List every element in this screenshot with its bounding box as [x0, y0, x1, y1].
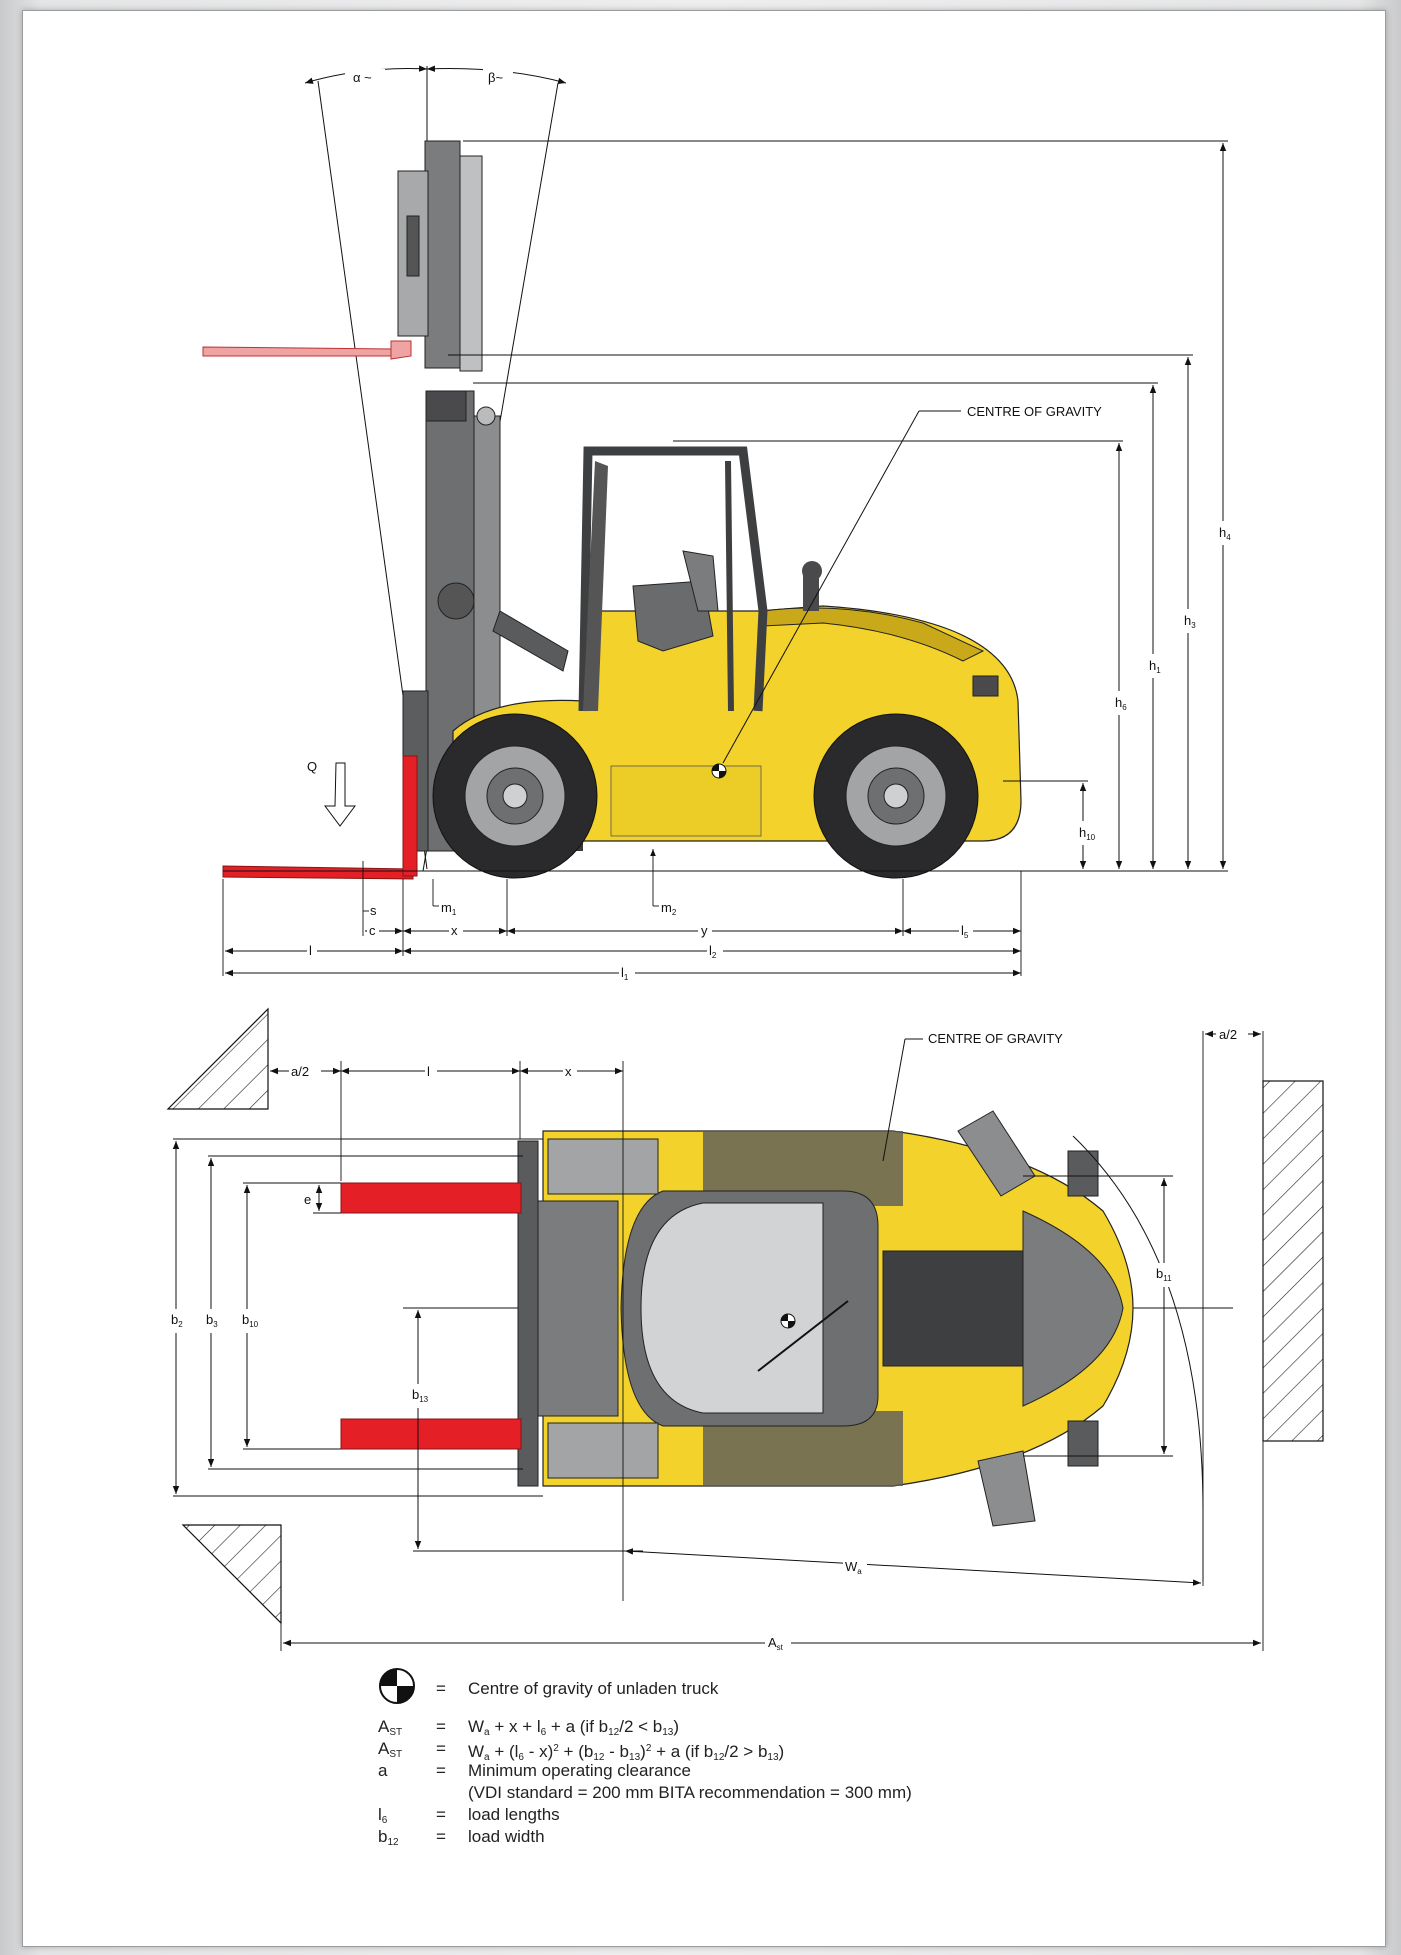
- load-q-label: Q: [307, 759, 317, 774]
- legend-equals: =: [436, 1679, 446, 1698]
- legend-equals: =: [436, 1827, 446, 1846]
- angle-beta-label: β~: [488, 70, 503, 85]
- dim-b10: b10: [242, 1312, 259, 1329]
- drawing-sheet: α ~ β~: [22, 10, 1386, 1947]
- dim-c: c: [369, 923, 376, 938]
- truck-top-body: [542, 1110, 1134, 1527]
- centre-of-gravity-symbol-icon: [378, 1667, 436, 1711]
- rear-wheel: [813, 713, 979, 879]
- legend-ast2-formula: Wa + (l6 - x)2 + (b12 - b13)2 + a (if b1…: [468, 1742, 785, 1763]
- raised-carriage: [202, 140, 483, 372]
- legend-equals: =: [436, 1717, 446, 1736]
- dim-s: s: [370, 903, 377, 918]
- dim-a2-right: a/2: [1219, 1027, 1237, 1042]
- dim-h6: h6: [1115, 695, 1127, 712]
- legend-equals: =: [436, 1805, 446, 1824]
- side-cog-label: CENTRE OF GRAVITY: [967, 404, 1102, 419]
- legend-a-symbol: a: [378, 1761, 388, 1780]
- legend-a-note-text: (VDI standard = 200 mm BITA recommendati…: [468, 1783, 912, 1802]
- legend: = Centre of gravity of unladen truck AST…: [378, 1668, 1078, 1848]
- legend-ast1-symbol: AST: [378, 1717, 403, 1738]
- legend-b12-symbol: b12: [378, 1827, 399, 1848]
- dim-l5: l5: [961, 923, 969, 940]
- dim-x-side: x: [451, 923, 458, 938]
- forklift-dimension-diagram: α ~ β~: [166, 65, 1324, 1655]
- dim-m2: m2: [661, 900, 677, 917]
- legend-b12-text: load width: [468, 1827, 545, 1846]
- obstacle-top-left: [166, 1007, 269, 1110]
- angle-alpha-label: α ~: [353, 70, 372, 85]
- legend-row-ast1: AST = Wa + x + l6 + a (if b12/2 < b13): [378, 1716, 1078, 1738]
- dim-b3: b3: [206, 1312, 218, 1329]
- legend-equals: =: [436, 1739, 446, 1758]
- top-view: CENTRE OF GRAVITY a/2 a/2 l x: [166, 1007, 1324, 1655]
- dim-a2-left: a/2: [291, 1064, 309, 1079]
- dim-x-top: x: [565, 1064, 572, 1079]
- top-carriage: [340, 1140, 619, 1487]
- front-wheel: [432, 713, 598, 879]
- dim-h1: h1: [1149, 658, 1161, 675]
- top-cog-label: CENTRE OF GRAVITY: [928, 1031, 1063, 1046]
- legend-row-l6: l6 = load lengths: [378, 1804, 1078, 1826]
- dim-h4: h4: [1219, 525, 1231, 542]
- legend-l6-text: load lengths: [468, 1805, 560, 1824]
- legend-row-ast2: AST = Wa + (l6 - x)2 + (b12 - b13)2 + a …: [378, 1738, 1078, 1763]
- legend-l6-symbol: l6: [378, 1805, 388, 1826]
- dim-wa: Wa: [845, 1559, 862, 1576]
- obstacle-wall-right: [1262, 1080, 1324, 1442]
- fork-upper: [340, 1182, 522, 1214]
- legend-a-text: Minimum operating clearance: [468, 1761, 691, 1780]
- dim-l1: l1: [621, 965, 629, 982]
- dim-b13: b13: [412, 1387, 429, 1404]
- legend-row-a: a = Minimum operating clearance: [378, 1760, 1078, 1782]
- obstacle-bottom-left: [181, 1524, 282, 1625]
- legend-row-cog: = Centre of gravity of unladen truck: [378, 1668, 1078, 1704]
- legend-ast1-formula: Wa + x + l6 + a (if b12/2 < b13): [468, 1717, 680, 1738]
- dim-m1: m1: [441, 900, 457, 917]
- dim-l-side: l: [309, 943, 312, 958]
- dim-h10: h10: [1079, 825, 1096, 842]
- dim-ast: Ast: [768, 1635, 784, 1652]
- dim-y: y: [701, 923, 708, 938]
- dim-l-top: l: [427, 1064, 430, 1079]
- fork-lower: [340, 1418, 522, 1450]
- side-view: α ~ β~: [202, 65, 1232, 985]
- dim-b2: b2: [171, 1312, 183, 1329]
- dim-e: e: [304, 1192, 311, 1207]
- legend-ast2-symbol: AST: [378, 1739, 403, 1760]
- legend-row-b12: b12 = load width: [378, 1826, 1078, 1848]
- turning-radius-arc: [1072, 1135, 1204, 1581]
- dim-b11: b11: [1156, 1266, 1172, 1283]
- legend-row-a-note: (VDI standard = 200 mm BITA recommendati…: [378, 1782, 1078, 1804]
- legend-equals: =: [436, 1761, 446, 1780]
- load-arrow-q: [324, 762, 356, 827]
- dim-h3: h3: [1184, 613, 1196, 630]
- legend-cog-text: Centre of gravity of unladen truck: [468, 1679, 719, 1698]
- dim-l2: l2: [709, 943, 717, 960]
